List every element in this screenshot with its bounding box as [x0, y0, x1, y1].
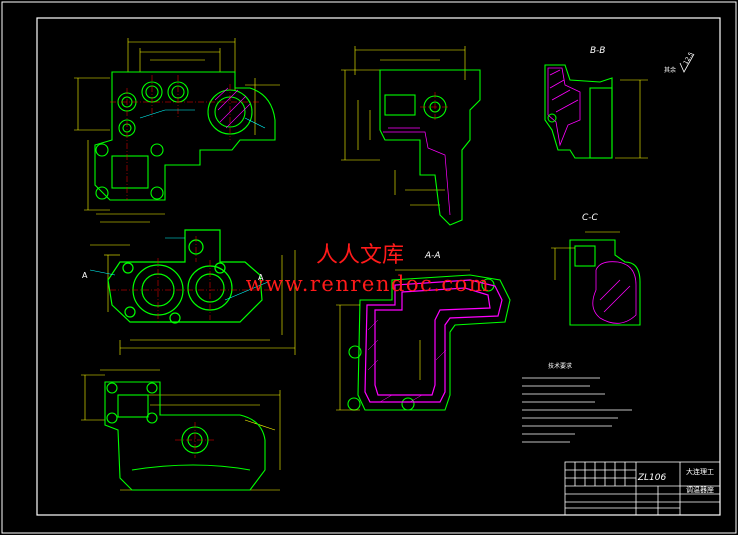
notes-title: 技术要求: [548, 362, 572, 370]
bottom-left-view: [81, 369, 281, 491]
section-aa-view: [336, 269, 511, 411]
watermark-url: www.renrendoc.com: [246, 272, 490, 296]
title-block: [564, 461, 721, 516]
label-section-cc: C-C: [582, 213, 599, 223]
title-school: 大连理工: [686, 467, 714, 476]
title-part-name: 调温器座: [686, 485, 714, 494]
inner-frame: [36, 17, 721, 516]
section-cc-view: [551, 231, 641, 326]
top-left-view: [74, 38, 280, 223]
surface-finish-label: 其余: [664, 66, 676, 74]
label-section-aa: A-A: [424, 251, 441, 261]
technical-notes: 技术要求: [522, 362, 632, 443]
label-section-bb: B-B: [590, 46, 605, 56]
title-part-code: ZL106: [637, 473, 667, 483]
label-marker-a-left: A: [82, 271, 88, 280]
watermark-chinese: 人人文库: [316, 243, 404, 268]
top-middle-view: [341, 46, 481, 226]
middle-left-view: [89, 229, 296, 355]
section-bb-view: [544, 64, 648, 159]
label-marker-a-right: A: [258, 273, 264, 282]
surface-finish-symbol: [679, 53, 695, 73]
surface-finish-value: 12.5: [682, 51, 695, 66]
